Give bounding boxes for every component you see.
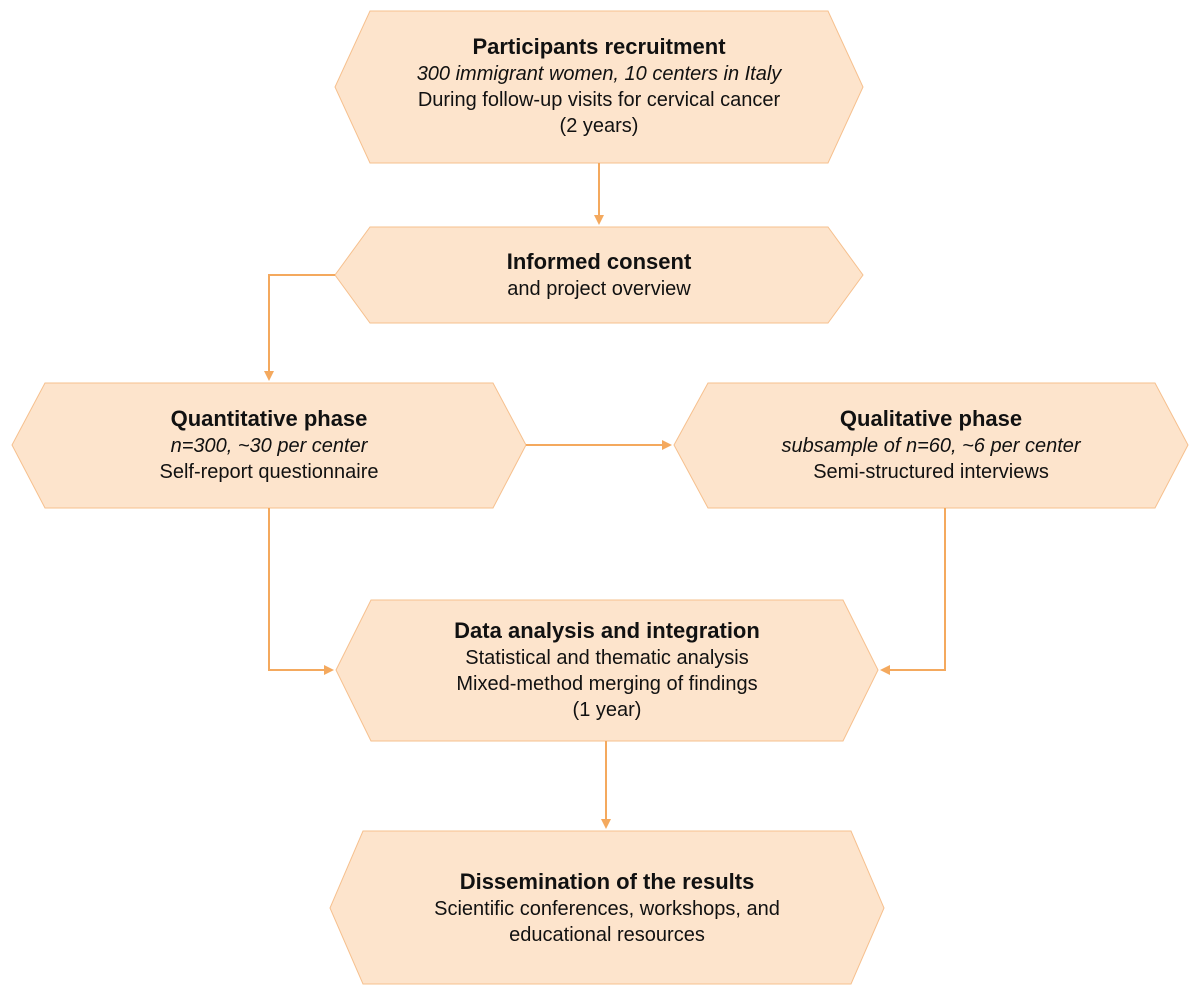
consent-text: Informed consent and project overview bbox=[335, 248, 863, 302]
dissemination-line2: educational resources bbox=[509, 924, 705, 946]
analysis-line2: Mixed-method merging of findings bbox=[456, 673, 758, 695]
dissemination-line1: Scientific conferences, workshops, and bbox=[434, 898, 780, 920]
quantitative-box bbox=[11, 382, 527, 509]
analysis-line3: (1 year) bbox=[572, 699, 642, 721]
dissemination-title: Dissemination of the results bbox=[459, 869, 755, 894]
qualitative-line1: Semi-structured interviews bbox=[813, 461, 1049, 483]
qualitative-box bbox=[673, 382, 1189, 509]
recruitment-line1: During follow-up visits for cervical can… bbox=[417, 89, 781, 111]
quantitative-line1: Self-report questionnaire bbox=[159, 461, 379, 483]
analysis-title: Data analysis and integration bbox=[454, 618, 760, 643]
qualitative-text: Qualitative phase subsample of n=60, ~6 … bbox=[674, 405, 1188, 485]
dissemination-text: Dissemination of the results Scientific … bbox=[330, 868, 884, 948]
analysis-box bbox=[335, 599, 879, 742]
qualitative-title: Qualitative phase bbox=[839, 406, 1023, 431]
analysis-line1: Statistical and thematic analysis bbox=[465, 647, 749, 669]
quantitative-text: Quantitative phase n=300, ~30 per center… bbox=[12, 405, 526, 485]
quantitative-subtitle: n=300, ~30 per center bbox=[170, 435, 368, 457]
arrow-consent-to-quantitative bbox=[264, 274, 335, 381]
consent-line1: and project overview bbox=[507, 278, 691, 300]
arrow-quantitative-to-analysis bbox=[268, 508, 334, 675]
recruitment-text: Participants recruitment 300 immigrant w… bbox=[335, 33, 863, 139]
recruitment-line2: (2 years) bbox=[559, 115, 639, 137]
consent-title: Informed consent bbox=[506, 249, 692, 274]
analysis-text: Data analysis and integration Statistica… bbox=[336, 617, 878, 723]
recruitment-title: Participants recruitment bbox=[472, 34, 726, 59]
dissemination-box bbox=[329, 830, 885, 985]
qualitative-subtitle: subsample of n=60, ~6 per center bbox=[781, 435, 1081, 457]
recruitment-subtitle: 300 immigrant women, 10 centers in Italy bbox=[416, 63, 782, 85]
quantitative-title: Quantitative phase bbox=[170, 406, 368, 431]
arrow-qualitative-to-analysis bbox=[880, 508, 946, 675]
recruitment-box bbox=[334, 10, 864, 164]
